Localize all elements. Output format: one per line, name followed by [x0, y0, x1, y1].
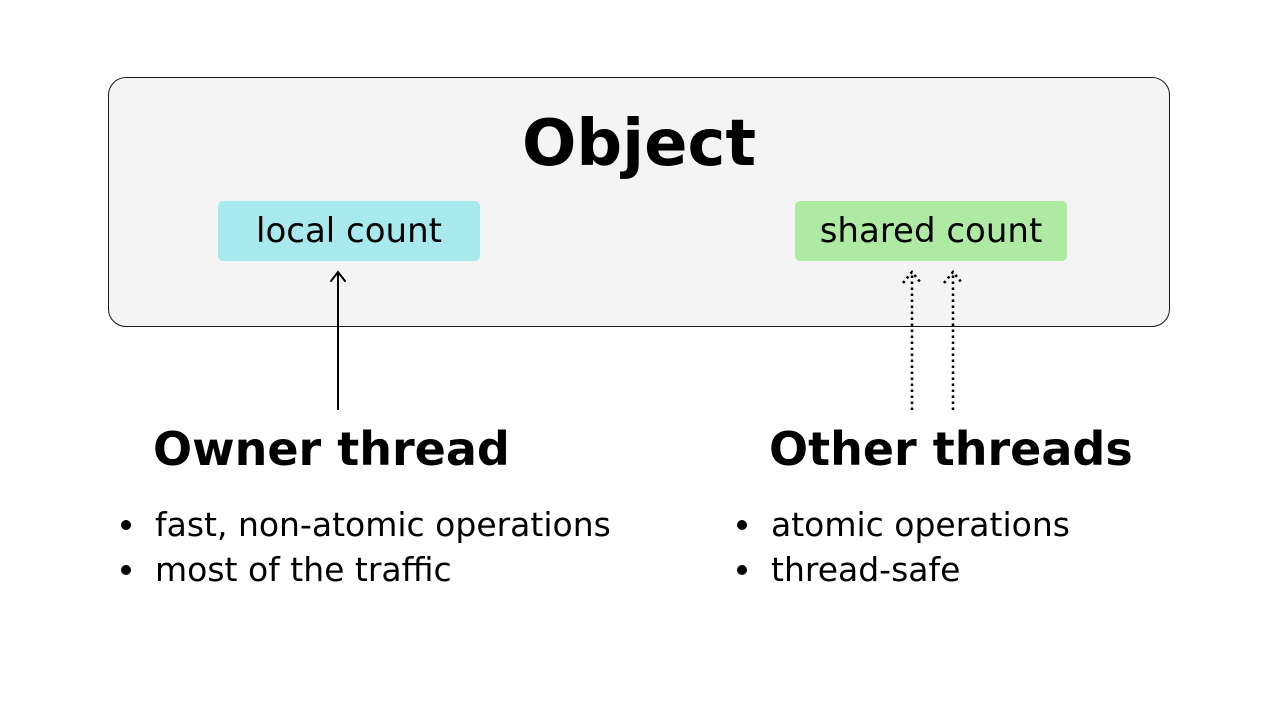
local-count-chip: local count — [218, 201, 480, 261]
owner-list-item: fast, non-atomic operations — [115, 502, 611, 547]
other-item-text: thread-safe — [771, 550, 961, 589]
owner-item-text: fast, non-atomic operations — [155, 505, 611, 544]
other-list-item: atomic operations — [731, 502, 1070, 547]
owner-item-text: most of the traffic — [155, 550, 452, 589]
bullet-icon — [737, 565, 747, 575]
other-item-text: atomic operations — [771, 505, 1070, 544]
owner-thread-list: fast, non-atomic operations most of the … — [115, 502, 611, 592]
owner-list-item: most of the traffic — [115, 547, 611, 592]
bullet-icon — [737, 520, 747, 530]
shared-count-chip: shared count — [795, 201, 1067, 261]
other-threads-heading: Other threads — [769, 422, 1133, 476]
owner-thread-heading: Owner thread — [153, 422, 510, 476]
other-list-item: thread-safe — [731, 547, 1070, 592]
object-title: Object — [521, 107, 757, 181]
bullet-icon — [121, 520, 131, 530]
other-threads-list: atomic operations thread-safe — [731, 502, 1070, 592]
bullet-icon — [121, 565, 131, 575]
